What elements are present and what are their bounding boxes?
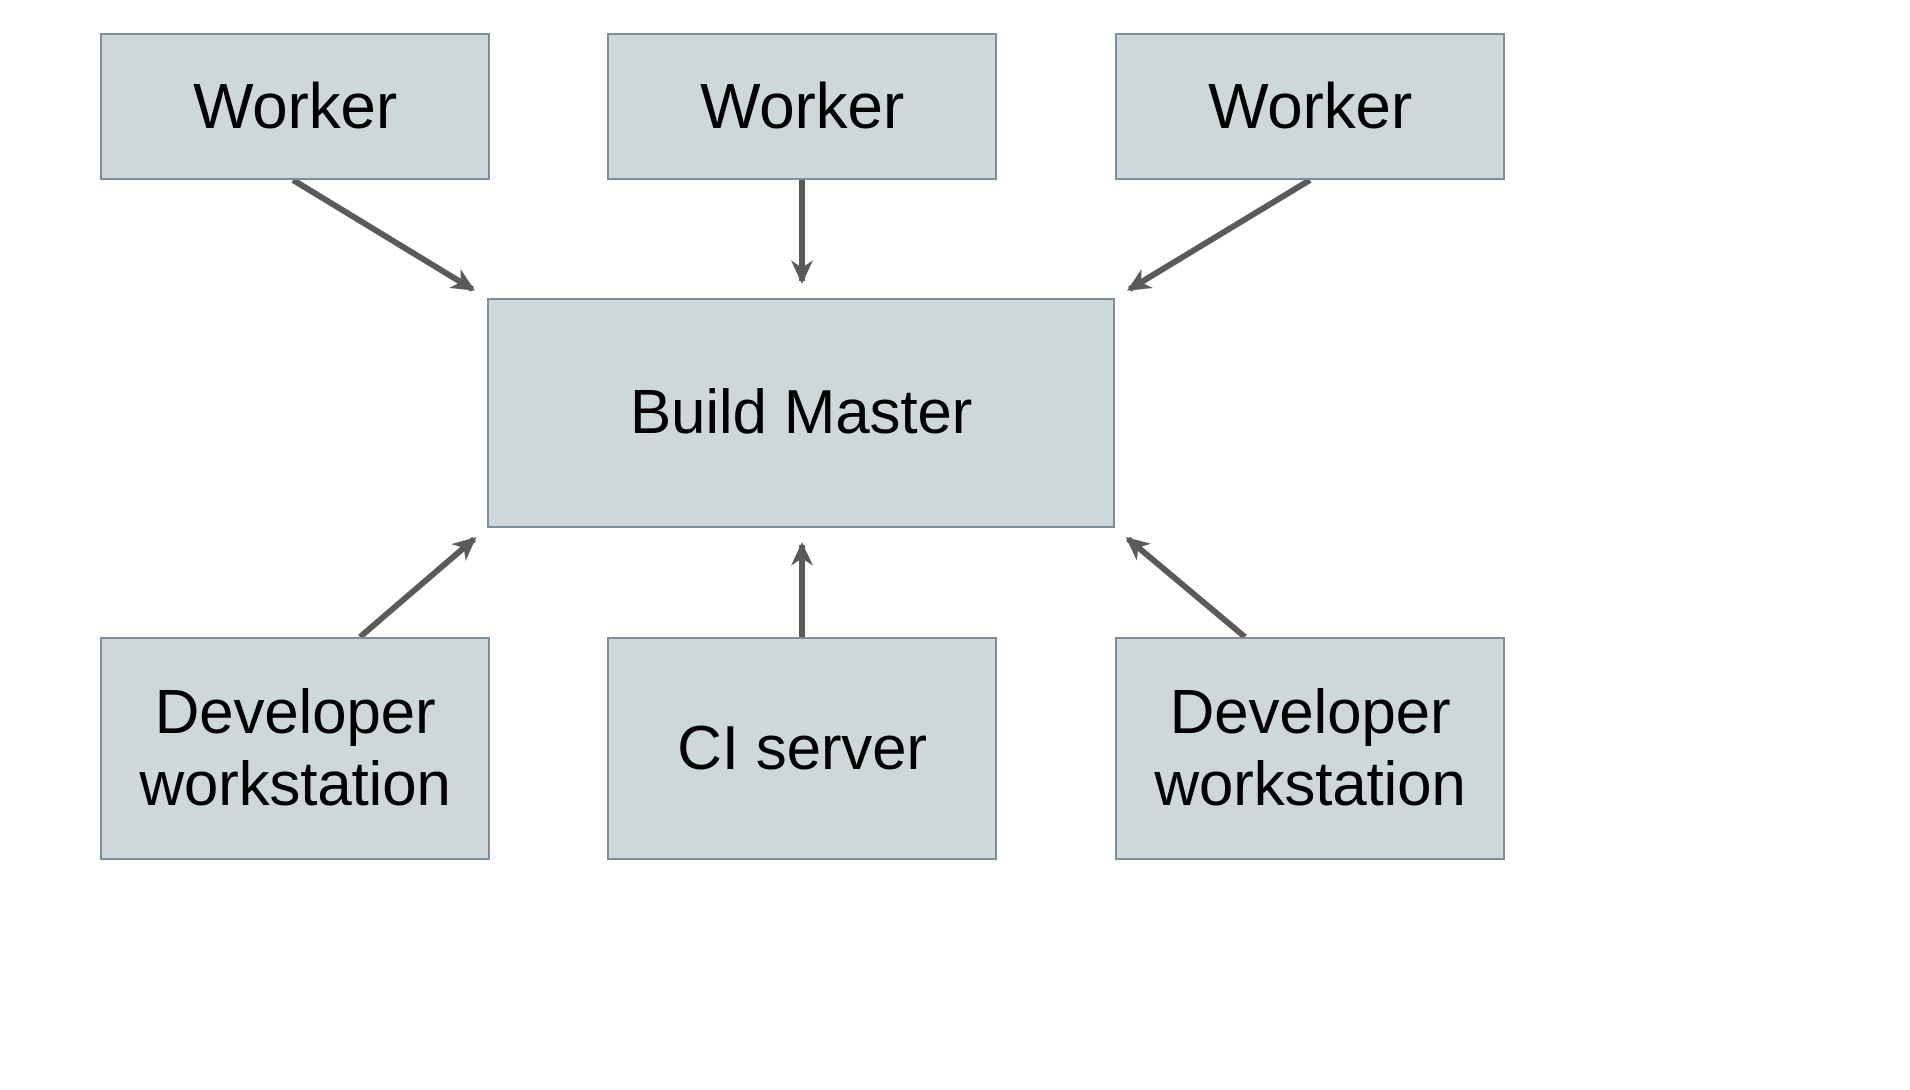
node-label-ci-server: CI server bbox=[677, 713, 927, 783]
node-label-worker-2: Worker bbox=[700, 70, 904, 143]
node-label-worker-1: Worker bbox=[193, 70, 397, 143]
edge-worker-1-to-build-master bbox=[291, 177, 476, 292]
node-label-developer-workstation-1: Developer workstation bbox=[139, 677, 451, 819]
edge-developer-workstation-1-to-build-master bbox=[358, 536, 477, 640]
node-developer-workstation-2[interactable]: Developer workstation bbox=[1115, 637, 1505, 860]
node-ci-server[interactable]: CI server bbox=[607, 637, 997, 860]
node-label-build-master: Build Master bbox=[629, 378, 973, 448]
edge-developer-workstation-2-to-build-master bbox=[1125, 536, 1247, 640]
node-worker-1[interactable]: Worker bbox=[100, 33, 490, 180]
node-label-developer-workstation-2: Developer workstation bbox=[1154, 677, 1466, 819]
node-label-worker-3: Worker bbox=[1208, 70, 1412, 143]
node-worker-2[interactable]: Worker bbox=[607, 33, 997, 180]
edge-worker-3-to-build-master bbox=[1126, 177, 1312, 292]
node-developer-workstation-1[interactable]: Developer workstation bbox=[100, 637, 490, 860]
node-worker-3[interactable]: Worker bbox=[1115, 33, 1505, 180]
node-build-master[interactable]: Build Master bbox=[487, 298, 1115, 528]
